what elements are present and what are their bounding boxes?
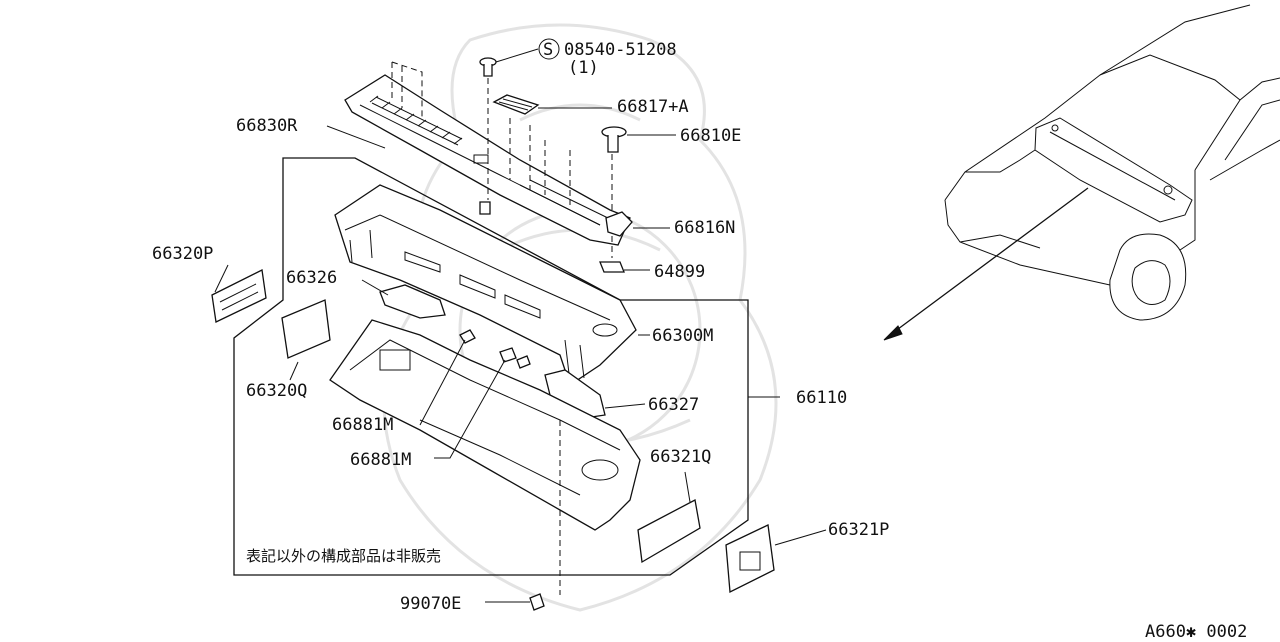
label-66326: 66326 [286, 268, 337, 288]
part-dash-lower [329, 319, 641, 531]
leader-lines [214, 48, 827, 603]
svg-text:S: S [543, 40, 553, 60]
label-66816n: 66816N [674, 218, 735, 238]
part-99070e [529, 593, 545, 611]
screw-08540 [479, 57, 497, 77]
label-66881m-b: 66881M [350, 450, 411, 470]
assembly-dashed-lines [391, 61, 613, 595]
part-66321q [637, 499, 701, 564]
label-66817a: 66817+A [617, 97, 689, 117]
label-66110: 66110 [796, 388, 847, 408]
label-99070e: 99070E [400, 594, 461, 614]
part-66300m [334, 184, 637, 387]
part-66810e [601, 126, 627, 153]
label-66830r: 66830R [236, 116, 298, 136]
label-66321q: 66321Q [650, 447, 711, 467]
label-66810e: 66810E [680, 126, 741, 146]
label-screw-code: 08540-51208 [564, 40, 677, 60]
label-66300m: 66300M [652, 326, 713, 346]
part-66320p [211, 269, 267, 323]
part-66320q [281, 299, 331, 359]
part-66326 [379, 284, 446, 319]
label-66320p: 66320P [152, 244, 213, 264]
part-66816n [605, 211, 633, 237]
label-64899: 64899 [654, 262, 705, 282]
part-66817a [492, 94, 540, 115]
car-illustration [883, 4, 1280, 341]
note-text: 表記以外の構成部品は非販売 [246, 547, 441, 565]
label-screw-qty: (1) [568, 58, 599, 78]
part-66321p [725, 524, 775, 594]
figure-code: A660✱ 0002 [1145, 622, 1247, 638]
label-66320q: 66320Q [246, 381, 307, 401]
screw-symbol-icon: S [538, 38, 560, 60]
label-66321p: 66321P [828, 520, 889, 540]
label-66327: 66327 [648, 395, 699, 415]
label-66881m-a: 66881M [332, 415, 393, 435]
assembly-frame [233, 157, 749, 576]
part-64899 [599, 261, 625, 273]
